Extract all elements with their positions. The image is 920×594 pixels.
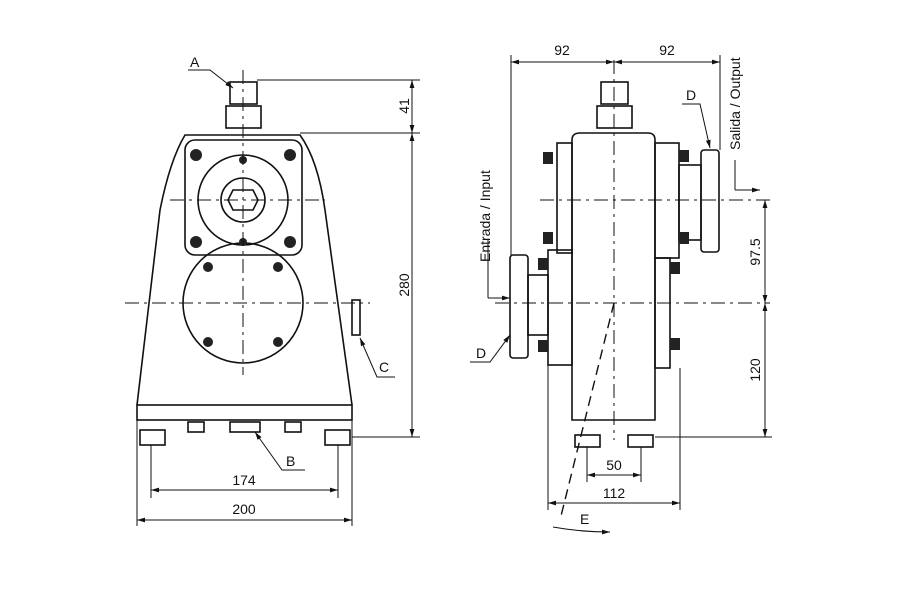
label-e: E xyxy=(580,511,589,527)
dim-50: 50 xyxy=(606,457,622,473)
dim-112: 112 xyxy=(603,485,626,501)
dim-97-5: 97.5 xyxy=(747,238,763,265)
dim-120: 120 xyxy=(747,358,763,382)
output-label: Salida / Output xyxy=(727,57,743,150)
input-label: Entrada / Input xyxy=(477,170,493,262)
label-d-right: D xyxy=(686,87,696,103)
side-view: 92 92 97.5 120 50 112 E Entrada / Input … xyxy=(470,42,772,535)
dim-92-right: 92 xyxy=(659,42,675,58)
dim-200: 200 xyxy=(232,501,256,517)
label-a: A xyxy=(190,54,200,70)
label-b: B xyxy=(286,453,295,469)
label-d-left: D xyxy=(476,345,486,361)
front-view: 41 280 174 200 A B C xyxy=(125,54,420,526)
dim-41: 41 xyxy=(396,98,412,114)
dim-174: 174 xyxy=(232,472,256,488)
dim-92-left: 92 xyxy=(554,42,570,58)
dim-280: 280 xyxy=(396,273,412,297)
label-c: C xyxy=(379,359,389,375)
